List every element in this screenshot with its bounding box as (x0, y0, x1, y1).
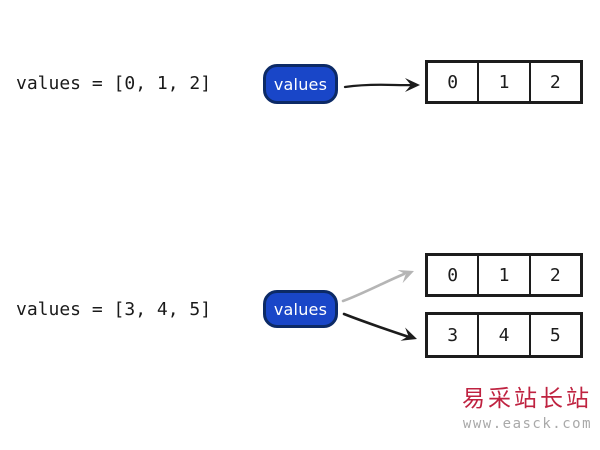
arrow-old-gray (341, 270, 414, 303)
variable-badge-top-label: values (273, 74, 328, 94)
array-cell: 1 (477, 256, 528, 294)
array-box-old: 0 1 2 (425, 253, 583, 297)
watermark-site-url: www.easck.com (462, 416, 592, 432)
array-cell: 2 (528, 63, 580, 101)
code-statement-bottom: values = [3, 4, 5] (16, 299, 212, 320)
variable-badge-top: values (263, 64, 338, 104)
arrow-new-black (342, 312, 417, 341)
variable-badge-bottom: values (263, 290, 338, 328)
array-box-top: 0 1 2 (425, 60, 583, 104)
array-cell: 5 (528, 315, 580, 355)
array-cell: 0 (447, 264, 459, 286)
arrow-top-black (343, 78, 420, 92)
array-cell: 2 (528, 256, 580, 294)
watermark: 易采站长站 www.easck.com (462, 385, 592, 432)
array-cell: 4 (477, 315, 528, 355)
array-box-new: 3 4 5 (425, 312, 583, 358)
code-statement-top: values = [0, 1, 2] (16, 73, 212, 94)
variable-badge-bottom-label: values (273, 299, 328, 319)
array-cell: 1 (477, 63, 528, 101)
watermark-site-name: 易采站长站 (462, 386, 592, 412)
array-cell: 0 (447, 71, 459, 93)
array-cell: 3 (447, 324, 459, 346)
